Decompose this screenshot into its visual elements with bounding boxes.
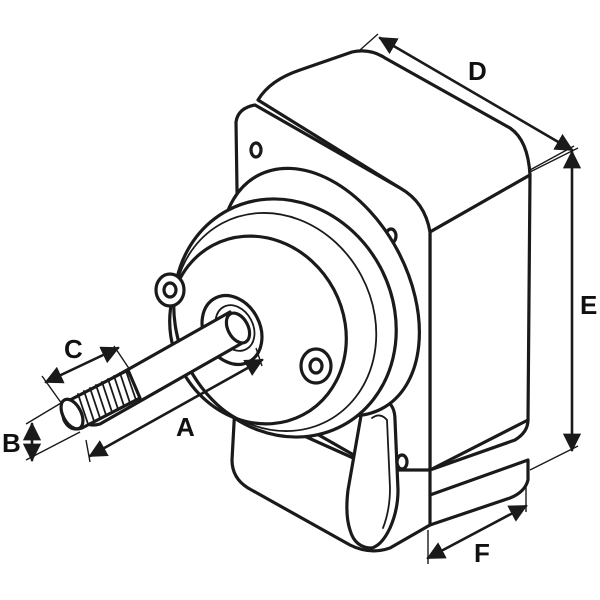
dimension-a-label: A: [176, 412, 195, 442]
dimension-lines: [22, 33, 582, 564]
dimension-d-line: [378, 36, 574, 152]
dimension-c-label: C: [64, 334, 83, 364]
dimension-d-label: D: [468, 56, 487, 86]
dimension-b-label: B: [2, 428, 21, 458]
nut-right: [299, 347, 333, 385]
dimension-e-label: E: [580, 290, 597, 320]
dimension-f-line: [426, 504, 528, 560]
dimension-f-label: F: [474, 538, 490, 568]
nut-left: [154, 272, 186, 308]
dimension-a-line: [88, 358, 264, 458]
dimension-c-line: [44, 346, 120, 384]
